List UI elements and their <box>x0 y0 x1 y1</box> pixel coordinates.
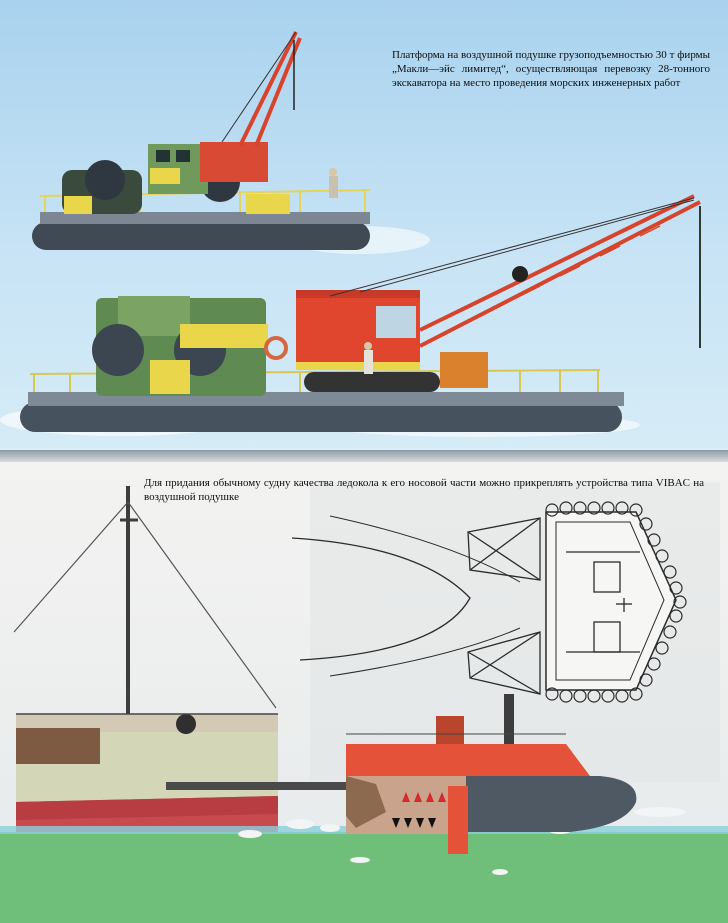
deck <box>40 212 370 224</box>
air-cushion-skirt <box>20 402 622 432</box>
main-hover-platform <box>20 194 701 432</box>
caption-hover-platform: Платформа на воздушной подушке грузоподъ… <box>392 49 710 89</box>
vibac-plan-schematic <box>291 511 677 695</box>
page-gutter <box>0 450 728 462</box>
fan-duct <box>92 324 144 376</box>
cargo-stack <box>16 728 100 764</box>
caption-vibac: Для придания обычному судну качества лед… <box>144 477 704 503</box>
excavator-bucket <box>440 352 488 388</box>
top-page: Платформа на воздушной подушке грузоподъ… <box>0 0 728 450</box>
warning-sign <box>64 196 92 214</box>
vibac-platform-plan <box>545 511 677 691</box>
flow-duct <box>448 786 468 854</box>
pulley-icon <box>512 266 528 282</box>
rigging-line <box>127 501 277 709</box>
bottom-page: Для придания обычному судну качества лед… <box>0 462 728 923</box>
warning-sign <box>150 168 180 184</box>
rigging-line <box>13 501 129 633</box>
deck-reel-icon <box>176 714 196 734</box>
cushion-skirt-segments <box>545 501 687 703</box>
ship-mast <box>13 486 277 724</box>
ship-outline-curve <box>291 537 471 661</box>
life-ring-icon <box>264 336 288 360</box>
warning-sign <box>246 194 290 214</box>
fan-duct <box>85 160 125 200</box>
push-beam <box>166 782 352 790</box>
excavator-cab <box>200 142 268 182</box>
vibac-deck-structure <box>346 744 590 776</box>
airflow-arrows-down <box>392 818 436 828</box>
boom-lattice <box>449 225 661 331</box>
cab-window <box>376 306 416 338</box>
fan-housing <box>436 716 464 746</box>
hovercraft-platform-illustration <box>0 31 701 437</box>
vibac-icebreaker-illustration <box>0 482 728 923</box>
warning-sign <box>180 324 268 348</box>
worker-figure <box>364 342 372 350</box>
air-cushion-skirt <box>466 776 637 832</box>
exhaust-stack <box>504 694 514 744</box>
crane-boom <box>238 31 302 147</box>
crawler-track <box>304 372 440 392</box>
vibac-hover-unit <box>346 694 637 854</box>
bow-plate <box>346 776 386 828</box>
airflow-arrows-up <box>402 792 446 802</box>
worker-figure <box>329 168 337 176</box>
distant-hover-platform <box>32 31 371 250</box>
sea-water <box>0 832 728 923</box>
warning-sign <box>150 360 190 394</box>
air-cushion-skirt <box>32 222 370 250</box>
